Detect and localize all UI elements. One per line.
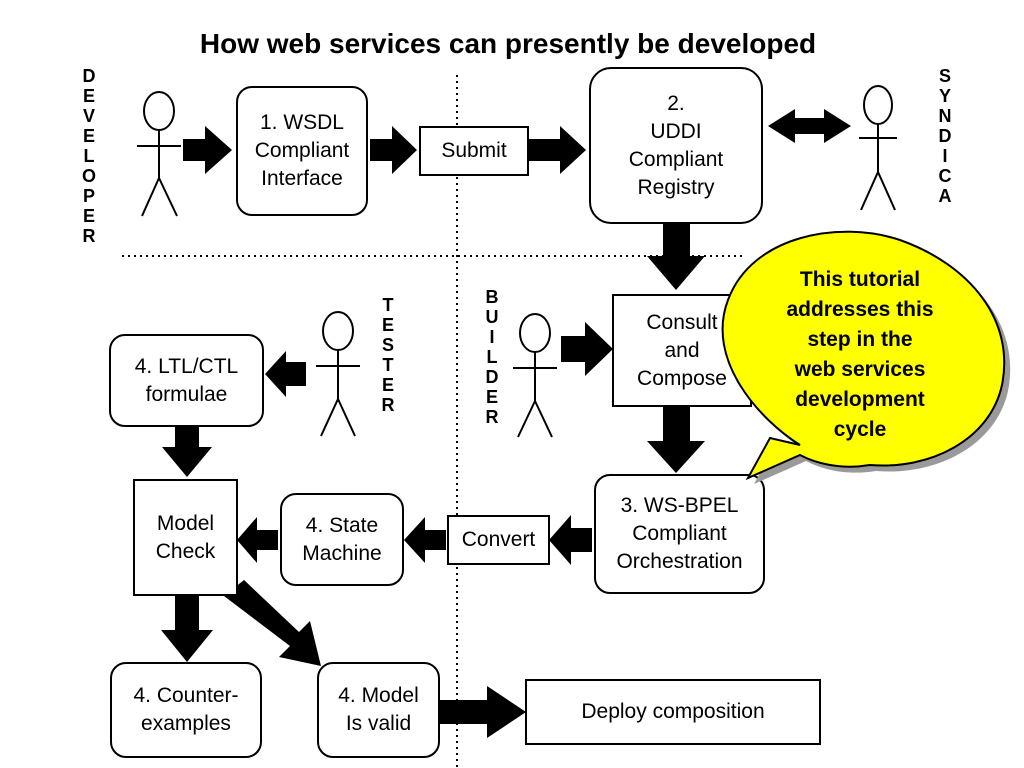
convert-box: Convert bbox=[447, 515, 550, 565]
arrow-modelcheck-to-counter bbox=[161, 596, 213, 662]
arrow-developer-to-wsdl bbox=[183, 126, 232, 174]
arrow-ltl-to-modelcheck bbox=[162, 427, 212, 477]
ws-bpel-orchestration-box: 3. WS-BPEL Compliant Orchestration bbox=[594, 474, 765, 594]
wsdl-interface-box: 1. WSDL Compliant Interface bbox=[236, 86, 368, 216]
tester-figure bbox=[316, 311, 360, 437]
arrow-tester-to-ltl bbox=[265, 351, 306, 397]
syndicator-label: S Y N D I C A bbox=[938, 66, 952, 206]
arrow-modelvalid-to-deploy bbox=[440, 686, 526, 738]
tester-label: T E S T E R bbox=[381, 295, 395, 415]
model-valid-box: 4. Model Is valid bbox=[317, 662, 440, 758]
developer-figure bbox=[137, 91, 181, 217]
arrow-convert-to-statemachine bbox=[404, 517, 446, 563]
arrow-wsdl-to-submit bbox=[370, 126, 417, 174]
callout-text: This tutorial addresses this step in the… bbox=[786, 268, 934, 441]
uddi-registry-box: 2. UDDI Compliant Registry bbox=[589, 67, 763, 224]
submit-box: Submit bbox=[419, 126, 529, 176]
builder-figure bbox=[513, 313, 557, 438]
builder-label: B U I L D E R bbox=[485, 287, 499, 427]
deploy-composition-box: Deploy composition bbox=[525, 679, 821, 745]
arrow-consult-to-wsbpel bbox=[647, 406, 705, 473]
arrow-statemachine-to-modelcheck bbox=[237, 517, 278, 563]
developer-label: D E V E L O P E R bbox=[81, 66, 96, 246]
model-check-box: Model Check bbox=[133, 479, 238, 596]
syndicator-figure bbox=[859, 85, 897, 211]
counter-examples-box: 4. Counter- examples bbox=[110, 662, 262, 758]
ltl-ctl-formulae-box: 4. LTL/CTL formulae bbox=[109, 334, 264, 427]
arrow-wsbpel-to-convert bbox=[549, 515, 592, 565]
arrow-submit-to-uddi bbox=[529, 126, 586, 174]
arrow-modelcheck-to-modelvalid bbox=[224, 580, 321, 666]
page-title: How web services can presently be develo… bbox=[199, 28, 817, 59]
state-machine-box: 4. State Machine bbox=[280, 493, 404, 586]
arrow-uddi-syndicator bbox=[768, 109, 851, 143]
arrow-uddi-to-consult bbox=[647, 222, 705, 290]
arrow-builder-to-consult bbox=[561, 322, 613, 376]
